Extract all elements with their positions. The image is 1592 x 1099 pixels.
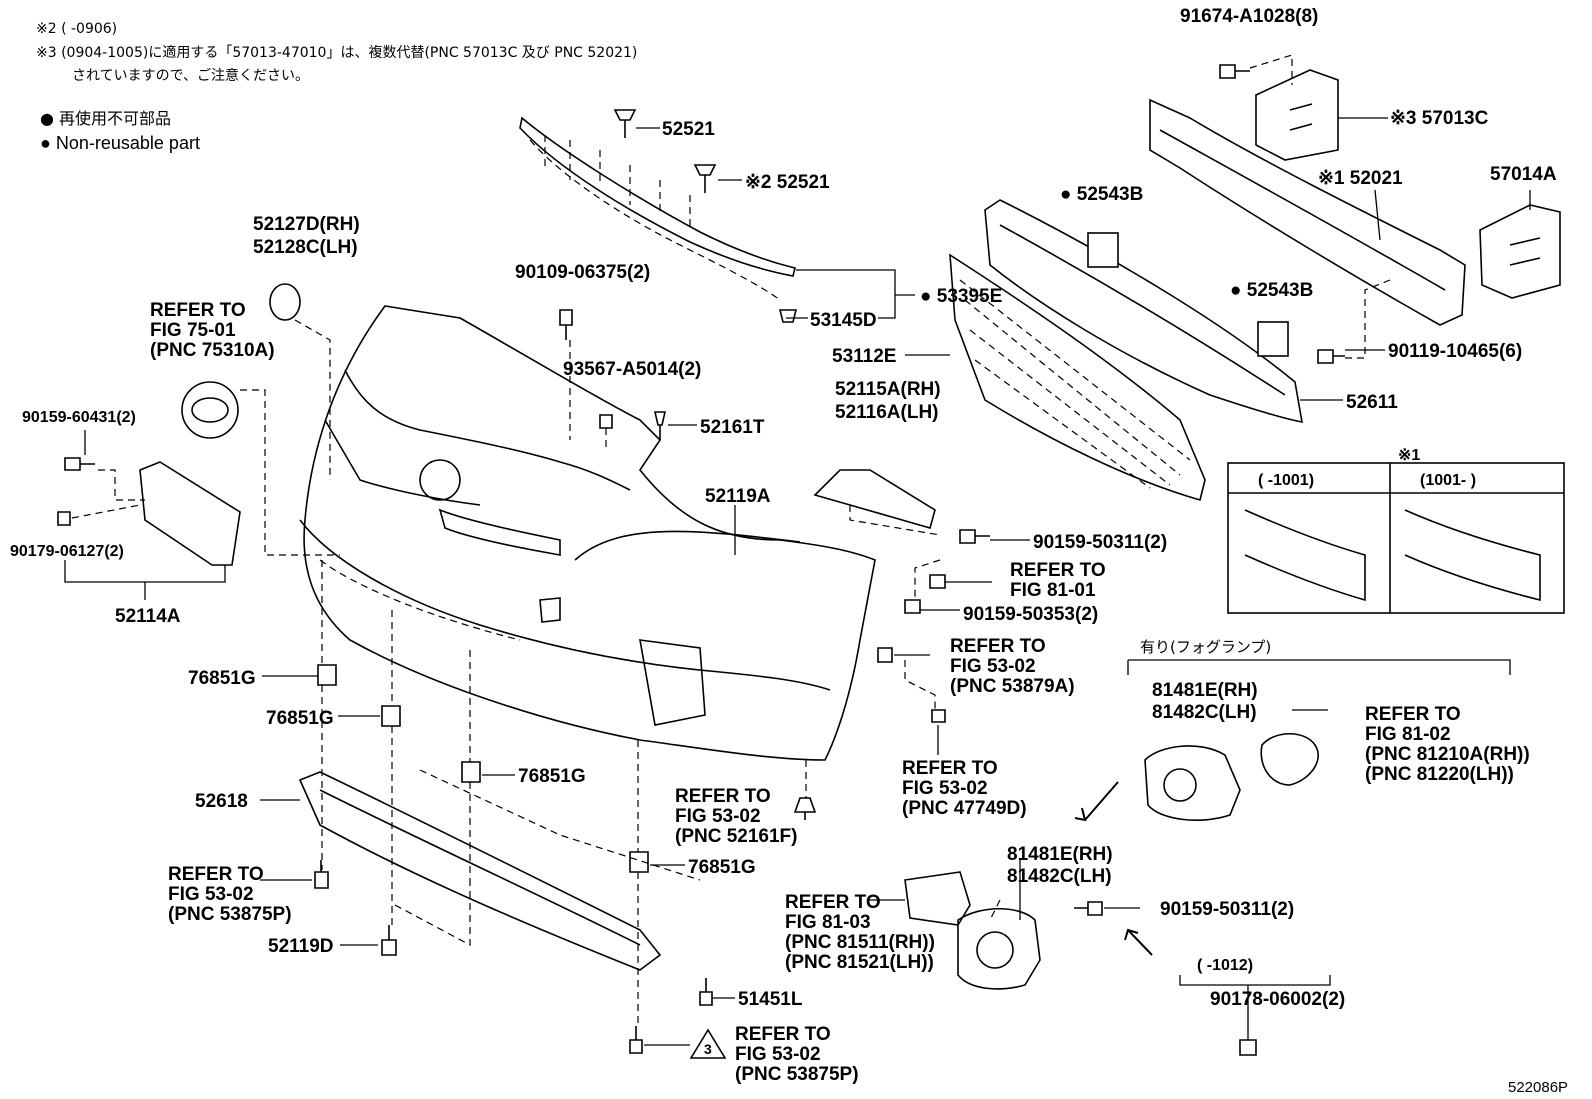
- label-52021: ※1 52021: [1318, 168, 1403, 189]
- label-refer53-d-3: (PNC 53875P): [168, 904, 292, 925]
- label-52128C: 52128C(LH): [253, 237, 358, 258]
- front-bumper-cover-drawing: [299, 305, 876, 761]
- warning-triangle-icon: [689, 1028, 727, 1059]
- label-52116A: 52116A(LH): [835, 402, 939, 423]
- label-52521-a: 52521: [662, 119, 715, 140]
- note-line-3: されていますので、ご注意ください。: [72, 67, 309, 84]
- fasteners: [57, 64, 1345, 1056]
- label-52618: 52618: [195, 791, 248, 812]
- label-81482C-b: 81482C(LH): [1007, 866, 1112, 887]
- label-53112E: 53112E: [832, 346, 896, 367]
- label-57013C: ※3 57013C: [1390, 108, 1489, 129]
- towing-hook-cover-drawing: [269, 283, 301, 321]
- legend-en: ● Non-reusable part: [40, 133, 200, 153]
- label-refer53-e-1: REFER TO: [735, 1024, 831, 1045]
- label-51451L: 51451L: [738, 989, 803, 1010]
- label-90159-50353: 90159-50353(2): [963, 604, 1098, 625]
- label-52127D: 52127D(RH): [253, 214, 360, 235]
- label-refer53-c-1: REFER TO: [675, 786, 771, 807]
- label-90159-50311-a: 90159-50311(2): [1033, 532, 1167, 553]
- label-refer53-a-2: FIG 53-02: [950, 656, 1036, 677]
- license-plate-bracket-drawing: [139, 461, 241, 566]
- label-refer53-c-3: (PNC 52161F): [675, 826, 798, 847]
- label-93567: 93567-A5014(2): [563, 359, 701, 380]
- label-refer53-b-2: FIG 53-02: [902, 778, 988, 799]
- label-refer81-02-2: FIG 81-02: [1365, 724, 1451, 745]
- label-52119D: 52119D: [268, 936, 334, 957]
- fog-lamp-section: [904, 659, 1511, 990]
- label-range-1012: ( -1012): [1197, 957, 1253, 974]
- label-90178: 90178-06002(2): [1210, 989, 1345, 1010]
- label-refer81-03-2: FIG 81-03: [785, 912, 871, 933]
- label-refer81-03-3: (PNC 81511(RH)): [785, 932, 935, 953]
- label-57014A: 57014A: [1490, 164, 1557, 185]
- label-52119A: 52119A: [705, 486, 771, 507]
- label-52611: 52611: [1346, 392, 1398, 413]
- label-refer81-02-3: (PNC 81210A(RH)): [1365, 744, 1530, 765]
- bumper-reinforcement-drawing: [1149, 98, 1466, 326]
- inset-box-52021-variants: [1227, 462, 1565, 614]
- emblem-drawing: [181, 381, 239, 439]
- label-76851G-d: 76851G: [688, 857, 756, 878]
- label-52115A: 52115A(RH): [835, 379, 941, 400]
- label-refer53-b-1: REFER TO: [902, 758, 998, 779]
- label-90119: 90119-10465(6): [1388, 341, 1522, 362]
- lower-grille-drawing: [949, 253, 1206, 501]
- bumper-upper-retainer-drawing: [519, 116, 796, 301]
- spacer-block-lower: [1257, 321, 1289, 357]
- label-53395E: ● 53395E: [920, 286, 1002, 307]
- label-fog-header: 有り(フォグランプ): [1140, 638, 1271, 656]
- under-cover-drawing: [298, 769, 701, 971]
- label-refer81-02-1: REFER TO: [1365, 704, 1461, 725]
- label-90159-60431: 90159-60431(2): [22, 409, 136, 426]
- label-refer53-d-2: FIG 53-02: [168, 884, 254, 905]
- legend-jp: ● 再使用不可部品: [40, 109, 171, 128]
- label-inset-right: (1001- ): [1420, 472, 1476, 489]
- note-line-2: ※3 (0904-1005)に適用する「57013-47010」は、複数代替(P…: [36, 44, 637, 61]
- label-52521-b: ※2 52521: [745, 172, 830, 193]
- label-refer81-01-2: FIG 81-01: [1010, 580, 1096, 601]
- label-91674: 91674-A1028(8): [1180, 6, 1318, 27]
- side-retainer-drawing: [813, 469, 936, 529]
- label-refer75-1: REFER TO: [150, 300, 246, 321]
- label-90179: 90179-06127(2): [10, 543, 124, 560]
- note-line-1: ※2 ( -0906): [36, 21, 117, 37]
- label-inset-mark: ※1: [1398, 447, 1420, 464]
- label-90159-50311-b: 90159-50311(2): [1160, 899, 1294, 920]
- leader-lines: [64, 117, 1531, 1046]
- connection-lines: [71, 54, 1391, 1026]
- label-refer81-02-4: (PNC 81220(LH)): [1365, 764, 1514, 785]
- diagram-id: 522086P: [1508, 1079, 1568, 1096]
- label-81481E-b: 81481E(RH): [1007, 844, 1113, 865]
- label-52543B-lower: ● 52543B: [1230, 280, 1313, 301]
- label-53145D: 53145D: [810, 310, 877, 331]
- label-52161T: 52161T: [700, 417, 765, 438]
- label-refer75-3: (PNC 75310A): [150, 340, 275, 361]
- label-52543B-upper: ● 52543B: [1060, 184, 1143, 205]
- label-refer53-d-1: REFER TO: [168, 864, 264, 885]
- label-refer53-c-2: FIG 53-02: [675, 806, 761, 827]
- label-76851G-b: 76851G: [266, 708, 334, 729]
- label-refer53-a-1: REFER TO: [950, 636, 1046, 657]
- label-refer75-2: FIG 75-01: [150, 320, 236, 341]
- label-inset-left: ( -1001): [1258, 472, 1314, 489]
- triangle-number: 3: [704, 1041, 712, 1057]
- label-refer81-03-4: (PNC 81521(LH)): [785, 952, 934, 973]
- label-52114A: 52114A: [115, 606, 181, 627]
- label-81482C-a: 81482C(LH): [1152, 702, 1257, 723]
- bumper-energy-absorber-drawing: [984, 199, 1303, 423]
- label-refer53-b-3: (PNC 47749D): [902, 798, 1027, 819]
- label-90109: 90109-06375(2): [515, 262, 650, 283]
- label-refer81-03-1: REFER TO: [785, 892, 881, 913]
- label-refer81-01-1: REFER TO: [1010, 560, 1106, 581]
- label-refer53-e-3: (PNC 53875P): [735, 1064, 859, 1085]
- label-refer53-e-2: FIG 53-02: [735, 1044, 821, 1065]
- label-81481E-a: 81481E(RH): [1152, 680, 1258, 701]
- label-76851G-c: 76851G: [518, 766, 586, 787]
- spacer-block-upper: [1087, 232, 1119, 268]
- label-refer53-a-3: (PNC 53879A): [950, 676, 1075, 697]
- label-76851G-a: 76851G: [188, 668, 256, 689]
